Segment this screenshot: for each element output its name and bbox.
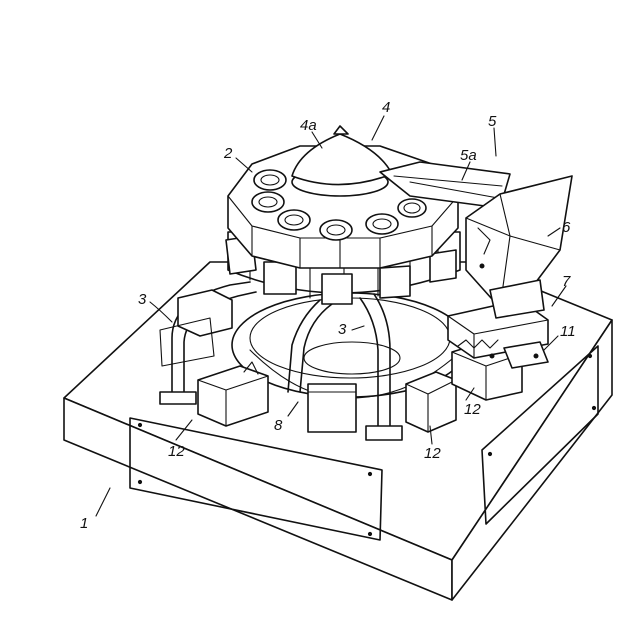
label-cone-top: 4a xyxy=(300,117,317,134)
label-leg-left: 3 xyxy=(138,291,147,308)
label-motor-right: 11 xyxy=(560,323,576,340)
label-weigher-front: 12 xyxy=(424,445,441,462)
cone-unit xyxy=(292,126,392,196)
label-bowl: 8 xyxy=(274,417,283,434)
label-feed-unit: 7 xyxy=(562,273,571,290)
label-leg-center: 3 xyxy=(338,321,347,338)
label-weigher-right: 12 xyxy=(464,401,481,418)
label-cone-unit: 4 xyxy=(382,99,390,116)
label-hopper: 6 xyxy=(562,219,571,236)
label-chute-inner: 5a xyxy=(460,147,477,164)
label-chute: 5 xyxy=(488,113,497,130)
label-base: 1 xyxy=(80,515,88,532)
label-turntable: 2 xyxy=(223,145,233,162)
label-weigher-left: 12 xyxy=(168,443,185,460)
